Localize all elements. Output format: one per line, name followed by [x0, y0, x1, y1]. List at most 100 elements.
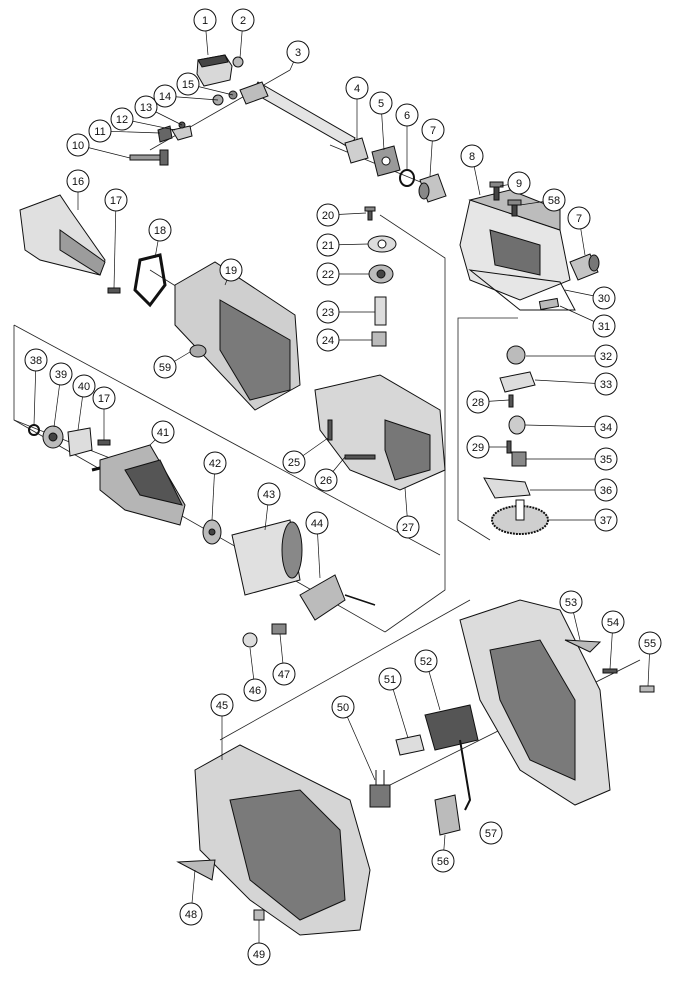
callout-number: 13	[140, 102, 152, 114]
part-2-nut	[232, 56, 244, 68]
callout-2: 2	[231, 8, 255, 32]
callout-circle	[466, 435, 490, 459]
callout-number: 25	[288, 457, 300, 469]
part-24-bush	[371, 331, 387, 347]
callout-number: 30	[598, 293, 610, 305]
callout-number: 20	[322, 210, 334, 222]
callout-number: 23	[322, 307, 334, 319]
callout-number: 41	[157, 427, 169, 439]
callout-number: 42	[209, 458, 221, 470]
part-34-collar	[508, 415, 526, 435]
callout-number: 16	[72, 176, 84, 188]
callout-49: 49	[247, 942, 271, 966]
callout-circle	[542, 188, 566, 212]
part-17-screw	[107, 287, 121, 294]
callout-7: 7	[567, 206, 591, 230]
callout-10: 10	[66, 133, 90, 157]
callout-55: 55	[638, 631, 662, 655]
callout-number: 8	[469, 151, 475, 163]
callout-32: 32	[594, 344, 618, 368]
callout-47: 47	[272, 662, 296, 686]
callout-circle	[395, 103, 419, 127]
callout-37: 37	[594, 508, 618, 532]
part-23-spindle	[374, 296, 387, 326]
callout-19: 19	[219, 258, 243, 282]
callout-3: 3	[286, 40, 310, 64]
part-26-screw	[344, 454, 376, 460]
callout-number: 15	[182, 79, 194, 91]
callout-number: 55	[644, 638, 656, 650]
callout-16: 16	[66, 169, 90, 193]
part-illustrations	[19, 54, 655, 936]
part-6-ring	[399, 169, 415, 187]
callout-number: 5	[378, 98, 384, 110]
callout-number: 34	[600, 422, 612, 434]
leader-line-34	[524, 424, 607, 428]
leader-line-17	[113, 199, 117, 289]
callout-4: 4	[345, 76, 369, 100]
part-25-screw	[327, 419, 333, 441]
part-46-cap	[242, 632, 258, 648]
callout-circle	[567, 206, 591, 230]
callout-number: 24	[322, 335, 334, 347]
callout-50: 50	[331, 695, 355, 719]
callout-circle	[460, 144, 484, 168]
part-52-switch	[424, 704, 479, 811]
callout-circle	[286, 40, 310, 64]
callout-number: 53	[565, 597, 577, 609]
part-37-gear	[491, 499, 549, 535]
part-28-screw	[508, 394, 514, 408]
callout-8: 8	[460, 144, 484, 168]
callout-circle	[316, 233, 340, 257]
callout-circle	[210, 693, 234, 717]
part-51-trigger	[395, 734, 425, 756]
callout-circle	[345, 76, 369, 100]
callout-42: 42	[203, 451, 227, 475]
callout-39: 39	[49, 362, 73, 386]
part-55-tag	[639, 685, 655, 693]
callout-43: 43	[257, 482, 281, 506]
callout-circle	[176, 72, 200, 96]
part-right-housing	[459, 599, 611, 806]
callout-18: 18	[148, 218, 172, 242]
part-59-cap	[189, 344, 207, 358]
callout-number: 6	[404, 110, 410, 122]
callout-51: 51	[378, 667, 402, 691]
part-5-plate	[371, 145, 401, 177]
part-50-capacitor	[369, 770, 391, 808]
callout-24: 24	[316, 328, 340, 352]
callout-number: 50	[337, 702, 349, 714]
callout-circle	[559, 590, 583, 614]
callout-number: 12	[116, 114, 128, 126]
leader-line-50	[342, 706, 376, 781]
callout-circle	[594, 372, 618, 396]
callout-circle	[243, 678, 267, 702]
callout-35: 35	[594, 447, 618, 471]
callout-circle	[316, 262, 340, 286]
callout-circle	[592, 286, 616, 310]
callout-26: 26	[314, 468, 338, 492]
callout-number: 19	[225, 265, 237, 277]
callout-circle	[153, 355, 177, 379]
callout-33: 33	[594, 372, 618, 396]
callout-circle	[134, 95, 158, 119]
callout-circle	[272, 662, 296, 686]
callout-number: 17	[110, 195, 122, 207]
callout-circle	[219, 258, 243, 282]
callout-number: 4	[354, 83, 360, 95]
callout-15: 15	[176, 72, 200, 96]
callout-circle	[148, 218, 172, 242]
callout-12: 12	[110, 107, 134, 131]
callout-number: 36	[600, 485, 612, 497]
callout-circle	[431, 849, 455, 873]
callout-circle	[594, 508, 618, 532]
callout-circle	[66, 169, 90, 193]
callout-number: 33	[600, 379, 612, 391]
callout-number: 28	[472, 397, 484, 409]
callout-number: 51	[384, 674, 396, 686]
part-48-label	[176, 859, 216, 881]
part-40-retainer	[67, 427, 93, 457]
callout-number: 38	[30, 355, 42, 367]
callout-13: 13	[134, 95, 158, 119]
callout-38: 38	[24, 348, 48, 372]
